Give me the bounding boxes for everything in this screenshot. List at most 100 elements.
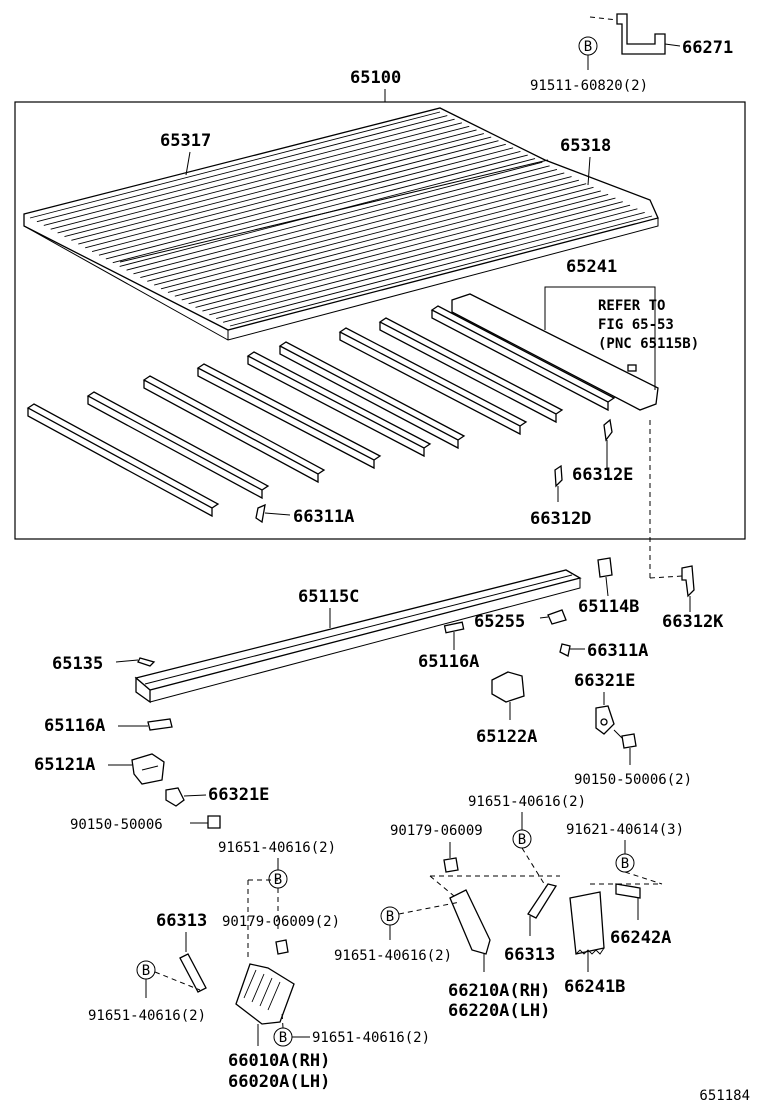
part-label-65241: 65241 bbox=[566, 257, 617, 277]
floor-rib bbox=[229, 215, 653, 327]
part-label-91651-40616-left: 91651-40616(2) bbox=[218, 840, 336, 856]
refer-note-line-3: (PNC 65115B) bbox=[598, 336, 699, 352]
part-65135 bbox=[137, 657, 156, 667]
part-label-66312E: 66312E bbox=[572, 465, 633, 485]
bolt-symbol-b-bottom: B bbox=[273, 1027, 293, 1047]
floor-rib bbox=[112, 154, 528, 264]
floor-rib bbox=[91, 143, 506, 252]
cross-sill bbox=[430, 305, 616, 412]
part-label-66241B: 66241B bbox=[564, 977, 625, 997]
bracket-65122A bbox=[491, 671, 525, 703]
bolt-symbol-b-left: B bbox=[268, 869, 288, 889]
part-label-90179-06009-right: 90179-06009 bbox=[390, 823, 483, 839]
floor-rib bbox=[195, 197, 616, 308]
part-label-66010A-RH: 66010A(RH) bbox=[228, 1051, 330, 1071]
bolt-symbol-b-center: B bbox=[380, 906, 400, 926]
floor-rib bbox=[57, 125, 470, 234]
part-label-66020A-LH: 66020A(LH) bbox=[228, 1072, 330, 1092]
plate-66242A bbox=[615, 883, 641, 899]
cross-sill bbox=[86, 391, 270, 500]
part-label-65135: 65135 bbox=[52, 654, 103, 674]
cross-sills-drawing bbox=[26, 293, 659, 518]
clip-66311A-top bbox=[255, 503, 266, 524]
part-label-91651-40616-mid: 91651-40616(2) bbox=[468, 794, 586, 810]
bolt-90150-right bbox=[621, 733, 637, 749]
svg-text:B: B bbox=[584, 39, 592, 55]
floor-rib bbox=[126, 161, 543, 271]
cross-sill bbox=[26, 403, 220, 518]
strut-66313-left bbox=[179, 953, 207, 993]
cross-sill bbox=[142, 375, 326, 484]
part-65114B bbox=[597, 557, 613, 578]
part-label-66220A-LH: 66220A(LH) bbox=[448, 1001, 550, 1021]
floor-rib bbox=[147, 172, 565, 282]
part-label-66311A-top: 66311A bbox=[293, 507, 354, 527]
part-65255 bbox=[547, 609, 567, 625]
part-label-65122A: 65122A bbox=[476, 727, 537, 747]
floor-rib bbox=[105, 151, 521, 260]
part-label-66313-left: 66313 bbox=[156, 911, 207, 931]
part-label-65255: 65255 bbox=[474, 612, 525, 632]
part-label-65100: 65100 bbox=[350, 68, 401, 88]
floor-rib bbox=[43, 118, 455, 226]
clip-66312E bbox=[603, 418, 613, 442]
cross-sill bbox=[338, 327, 528, 436]
bolt-symbol-91511: B bbox=[578, 36, 598, 56]
part-label-65318: 65318 bbox=[560, 136, 611, 156]
part-label-65317: 65317 bbox=[160, 131, 211, 151]
floor-rib bbox=[209, 204, 631, 316]
bolt-symbol-b-right: B bbox=[615, 853, 635, 873]
floor-rib bbox=[98, 147, 514, 256]
part-label-66312D: 66312D bbox=[530, 509, 591, 529]
floor-rib bbox=[64, 129, 477, 238]
part-65116A-right bbox=[443, 621, 465, 634]
part-label-91651-40616-bottom: 91651-40616(2) bbox=[312, 1030, 430, 1046]
part-65116A-left bbox=[147, 718, 173, 731]
svg-text:B: B bbox=[279, 1030, 287, 1046]
bolt-symbol-b-mid: B bbox=[512, 829, 532, 849]
floor-rib bbox=[222, 211, 645, 323]
floor-rib bbox=[140, 168, 558, 279]
refer-note-line-1: REFER TO bbox=[598, 298, 665, 314]
part-label-91621-40614: 91621-40614(3) bbox=[566, 822, 684, 838]
floor-rib bbox=[167, 183, 587, 293]
part-label-66242A: 66242A bbox=[610, 928, 671, 948]
floor-rib bbox=[85, 140, 499, 249]
part-label-90150-50006-right: 90150-50006(2) bbox=[574, 772, 692, 788]
mud-flap-66241B bbox=[569, 891, 605, 955]
diagram-id-label: 651184 bbox=[699, 1088, 750, 1104]
svg-text:B: B bbox=[518, 832, 526, 848]
floor-rib bbox=[174, 186, 594, 297]
floor-rib bbox=[202, 201, 623, 312]
svg-text:B: B bbox=[142, 963, 150, 979]
floor-rib bbox=[78, 136, 492, 245]
part-label-66210A-RH: 66210A(RH) bbox=[448, 981, 550, 1001]
floor-rib bbox=[154, 176, 572, 286]
part-label-90179-06009-left: 90179-06009(2) bbox=[222, 914, 340, 930]
part-label-65114B: 65114B bbox=[578, 597, 639, 617]
refer-note-line-2: FIG 65-53 bbox=[598, 317, 674, 333]
bracket-66271-drawing bbox=[589, 13, 681, 55]
part-label-66312K: 66312K bbox=[662, 612, 724, 632]
bed-floor-panel-drawing bbox=[23, 107, 659, 341]
nut-90179-left bbox=[275, 939, 289, 955]
cross-sill bbox=[378, 317, 564, 424]
floor-rib bbox=[50, 122, 463, 230]
part-label-66321E-right: 66321E bbox=[574, 671, 635, 691]
floor-rib bbox=[71, 133, 484, 241]
part-label-66313-right: 66313 bbox=[504, 945, 555, 965]
long-bracket-65241 bbox=[451, 293, 659, 411]
clip-66311A-mid bbox=[559, 643, 571, 657]
assembly-65100-frame bbox=[14, 101, 746, 540]
nut-66321E-left bbox=[165, 787, 185, 807]
floor-rib bbox=[216, 208, 638, 319]
svg-text:B: B bbox=[386, 909, 394, 925]
floor-rib bbox=[36, 115, 448, 223]
part-label-65121A: 65121A bbox=[34, 755, 95, 775]
part-label-66321E-left: 66321E bbox=[208, 785, 269, 805]
part-label-65115C: 65115C bbox=[298, 587, 359, 607]
floor-rib bbox=[181, 190, 601, 301]
side-rail-65115C-drawing bbox=[134, 569, 582, 704]
clip-66312K bbox=[681, 565, 695, 598]
nut-90179-right bbox=[443, 857, 459, 873]
